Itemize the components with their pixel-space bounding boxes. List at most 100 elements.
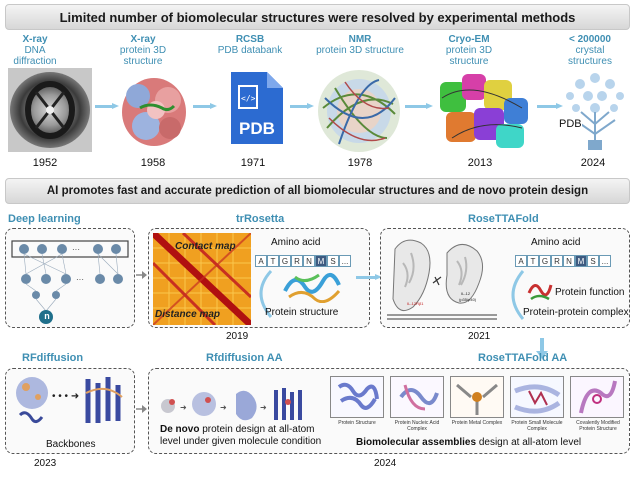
aa-letter: T <box>267 255 279 267</box>
rfdiffusion-backbones-image: • • • ➜ <box>16 377 123 424</box>
rosettafold-year: 2021 <box>468 331 491 342</box>
rf-cycle-arrow <box>511 270 525 320</box>
timeline-label-3: RCSB PDB databank <box>217 34 283 56</box>
rfdiffusion-aa-title: Rfdiffusion AA <box>206 352 283 364</box>
aa-letter: R <box>291 255 303 267</box>
timeline-arrow-3 <box>290 103 314 110</box>
svg-text:PDB: PDB <box>239 119 275 138</box>
pdb-tree-image <box>566 73 624 150</box>
assemblies-text: Biomolecular assemblies design at all-at… <box>356 437 582 448</box>
ai-banner: AI promotes fast and accurate prediction… <box>5 178 630 204</box>
timeline-arrow-5 <box>537 103 563 110</box>
year-1978: 1978 <box>347 157 373 169</box>
panel-protein-metal <box>450 376 504 418</box>
aa-letter: G <box>539 255 551 267</box>
timeline-label-1: X-ray DNA diffraction <box>13 34 57 67</box>
timeline-label-2: X-ray protein 3D structure <box>119 34 167 67</box>
contact-map-label: Contact map <box>175 241 236 252</box>
rf-protein-complex-label: Protein-protein complex <box>523 307 629 318</box>
timeline-arrow-1 <box>95 103 119 110</box>
aa-letter: S <box>587 255 599 267</box>
rf-amino-acid-label: Amino acid <box>531 237 581 248</box>
panel-caption: Protein Metal Complex <box>451 420 503 426</box>
rf-protein-function-image <box>527 284 553 301</box>
svg-text:➜: ➜ <box>180 403 187 412</box>
timeline-label-6: < 200000 crystal structures <box>568 34 612 67</box>
output-node-label: n <box>44 311 50 321</box>
deep-learning-title: Deep learning <box>8 213 81 225</box>
svg-text:···: ··· <box>76 275 84 284</box>
xray-protein-image <box>122 78 186 146</box>
rosettafold-aa-panels: Protein Structure Protein Nucleic Acid C… <box>330 376 626 438</box>
tr-amino-acid-label: Amino acid <box>271 237 321 248</box>
svg-text:IL-12Rβ1: IL-12Rβ1 <box>407 301 424 306</box>
panel-caption: Covalently Modified Protein Structure <box>576 420 620 432</box>
tr-protein-structure-image <box>283 273 341 303</box>
svg-text:➜: ➜ <box>260 403 267 412</box>
rf-complex-image: IL-12Rβ1 IL-12 (p35/p40) <box>387 239 497 320</box>
timeline-arrow-4 <box>405 103 433 110</box>
aa-letter: M <box>315 255 327 267</box>
timeline-label-4: NMR protein 3D structure <box>316 34 404 56</box>
panel-protein-structure <box>330 376 384 418</box>
rosettafold-title: RoseTTAFold <box>468 213 539 225</box>
timeline-label-5: Cryo-EM protein 3D structure <box>445 34 493 67</box>
svg-text:IL-12: IL-12 <box>461 291 471 296</box>
panel-protein-small-molecule <box>510 376 564 418</box>
cryo-em-structure-image <box>440 74 528 148</box>
neural-network-diagram: ··· ··· <box>11 240 129 324</box>
nmr-structure-image <box>318 70 400 152</box>
aa-letter: S <box>327 255 339 267</box>
rf-protein-function-label: Protein function <box>555 287 625 298</box>
distance-map-label: Distance map <box>155 309 221 320</box>
rosettafold-aa-title: RoseTTAFold AA <box>478 352 568 364</box>
year-1952: 1952 <box>32 157 58 169</box>
backbones-label: Backbones <box>46 439 96 450</box>
aa-letter: T <box>527 255 539 267</box>
panel-protein-nucleic-acid <box>390 376 444 418</box>
rfdiffusion-box: • • • ➜ Backbones <box>5 368 135 454</box>
panel-caption: Protein Structure <box>338 420 376 426</box>
trrosetta-year: 2019 <box>226 331 249 342</box>
rfdiffusion-aa-description: De novo protein design at all-atom level… <box>160 424 322 447</box>
aa-letter: A <box>515 255 527 267</box>
svg-text:➜: ➜ <box>220 403 227 412</box>
aa-letter: ... <box>599 255 611 267</box>
rfdiffusion-year: 2023 <box>34 458 57 469</box>
top-banner: Limited number of biomolecular structure… <box>5 4 630 30</box>
panel-covalent-modified <box>570 376 624 418</box>
svg-text:···: ··· <box>72 245 80 254</box>
trrosetta-title: trRosetta <box>236 213 285 225</box>
ai-down-arrow <box>536 338 548 359</box>
dl-arrow <box>136 271 147 279</box>
contact-distance-map <box>153 233 251 325</box>
panel-caption: Protein Nucleic Acid Complex <box>394 420 440 432</box>
aa-letter: A <box>255 255 267 267</box>
aa-letter: N <box>303 255 315 267</box>
svg-text:</>: </> <box>241 94 256 103</box>
ai-arrow-1 <box>356 274 382 281</box>
rfdiffusion-title: RFdiffusion <box>22 352 84 364</box>
aa-letter: R <box>551 255 563 267</box>
year-1971: 1971 <box>240 157 266 169</box>
tr-cycle-arrow <box>259 269 273 318</box>
aa-letter: G <box>279 255 291 267</box>
svg-text:• • • ➜: • • • ➜ <box>52 391 79 402</box>
year-2024: 2024 <box>580 157 606 169</box>
svg-text:(p35/p40): (p35/p40) <box>459 297 477 302</box>
dna-diffraction-image <box>8 68 92 152</box>
panel-caption: Protein Small Molecule Complex <box>511 420 563 432</box>
rfd-arrow <box>136 405 147 413</box>
bottom-year: 2024 <box>374 458 397 469</box>
pdb-tree-label: PDB <box>559 118 582 130</box>
aa-letter: N <box>563 255 575 267</box>
aa-letter: ... <box>339 255 351 267</box>
pdb-file-icon: </> PDB <box>231 72 283 144</box>
deep-learning-box: ··· ··· n <box>5 228 135 328</box>
aa-letter: M <box>575 255 587 267</box>
tr-protein-structure-label: Protein structure <box>265 307 339 318</box>
